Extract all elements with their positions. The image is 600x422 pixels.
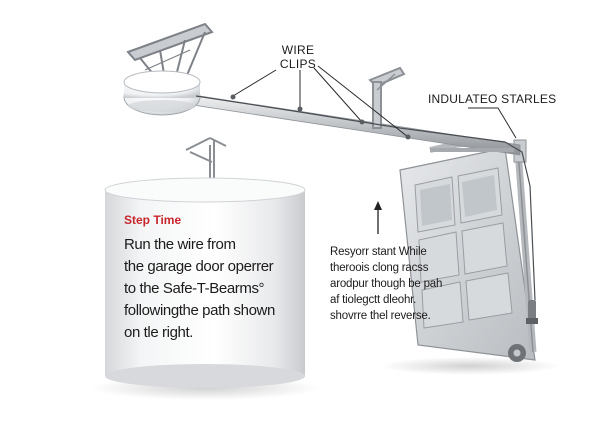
sensor-note: Resyorr stant While theroois clong racss… xyxy=(330,244,470,324)
sensor-note-line: arodpur though be pah xyxy=(330,278,443,290)
wire-clips-pointers xyxy=(232,65,409,138)
step-instructions: Run the wire from the garage door operre… xyxy=(124,234,299,344)
arrow-up-icon xyxy=(374,201,382,234)
step-title: Step Time xyxy=(124,213,182,227)
safety-sensor-icon xyxy=(526,300,538,324)
opener-unit-icon xyxy=(123,70,201,116)
step-instruction-line: Run the wire from xyxy=(124,236,236,253)
step-cylinder xyxy=(104,177,306,388)
sensor-note-line: shovrre thel reverse. xyxy=(330,310,431,322)
step-instruction-line: to the Safe-T-Bearms° xyxy=(124,280,265,297)
sensor-wire xyxy=(195,95,536,301)
step-instruction-line: the garage door operrer xyxy=(124,258,274,275)
step-instruction-line: on tle right. xyxy=(124,324,194,341)
ceiling-bracket-icon xyxy=(368,66,406,129)
sensor-note-line: af tiolegctt dleohr. xyxy=(330,294,417,306)
wire-clip-icon xyxy=(230,94,411,140)
insulated-staples-label: INDULATEO STARLES xyxy=(428,92,557,106)
sensor-note-line: Resyorr stant While xyxy=(330,246,427,258)
step-instruction-line: followingthe path shown xyxy=(124,302,275,319)
staples-pointer xyxy=(468,107,517,139)
wire-clips-label-line: CLIPS xyxy=(279,57,317,71)
wire-clips-label: WIRE CLIPS xyxy=(268,43,328,71)
garage-door xyxy=(399,139,537,362)
sensor-note-line: theroois clong racss xyxy=(330,262,429,274)
wire-clips-label-line: WIRE xyxy=(281,43,315,57)
